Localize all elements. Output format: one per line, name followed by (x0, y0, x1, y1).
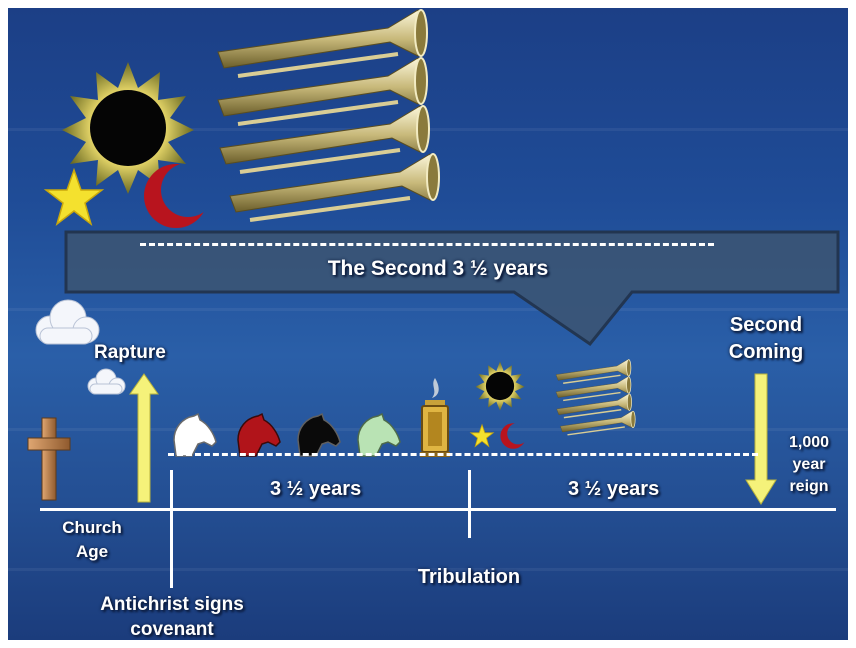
white-horse-icon (173, 412, 217, 457)
star-icon (43, 167, 105, 226)
banner-dashed-line (140, 243, 714, 246)
reign-label: 1,000 year reign (774, 432, 844, 498)
reign-line: year (792, 456, 826, 473)
black-horse-icon (297, 412, 341, 457)
rapture-arrow-icon (129, 373, 159, 503)
antichrist-covenant-label: Antichrist signs covenant (72, 592, 272, 640)
second-half-label: 3 ½ years (568, 478, 660, 500)
second-coming-line: Coming (728, 341, 804, 363)
timeline-axis (40, 508, 836, 511)
sun-eclipse-icon (475, 361, 525, 411)
second-coming-line: Second (729, 314, 803, 336)
second-coming-arrow-icon (745, 373, 777, 505)
antichrist-line: Antichrist signs (100, 594, 244, 615)
trumpets-icon (555, 358, 636, 436)
water-streak (8, 568, 848, 571)
crescent-moon-icon (500, 423, 526, 449)
timeline-diagram: The Second 3 ½ years Rapture (8, 8, 848, 640)
tribulation-label: Tribulation (417, 566, 521, 588)
tribulation-dashed-line (168, 453, 758, 456)
covenant-marker (170, 470, 173, 588)
red-horse-icon (237, 412, 281, 457)
second-half-callout-banner (64, 230, 840, 347)
first-half-label: 3 ½ years (270, 478, 362, 500)
trumpets-icon (216, 9, 441, 222)
antichrist-line: covenant (130, 619, 214, 640)
reign-line: 1,000 (788, 434, 830, 451)
crescent-moon-icon (144, 164, 208, 228)
star-icon (469, 423, 495, 448)
altar-censer-icon (420, 378, 450, 457)
church-age-label: Church Age (44, 516, 140, 564)
banner-title: The Second 3 ½ years (327, 257, 549, 280)
cloud-icon (87, 368, 126, 395)
water-streak (8, 308, 848, 311)
reign-line: reign (789, 478, 829, 495)
midpoint-marker (468, 470, 471, 538)
church-age-line: Age (75, 542, 109, 561)
sun-eclipse-icon (62, 62, 194, 194)
rapture-label: Rapture (94, 342, 166, 363)
second-coming-label: Second Coming (708, 312, 824, 366)
pale-horse-icon (357, 412, 401, 457)
cross-icon (27, 417, 71, 501)
church-age-line: Church (62, 518, 122, 537)
cloud-icon (35, 299, 100, 345)
